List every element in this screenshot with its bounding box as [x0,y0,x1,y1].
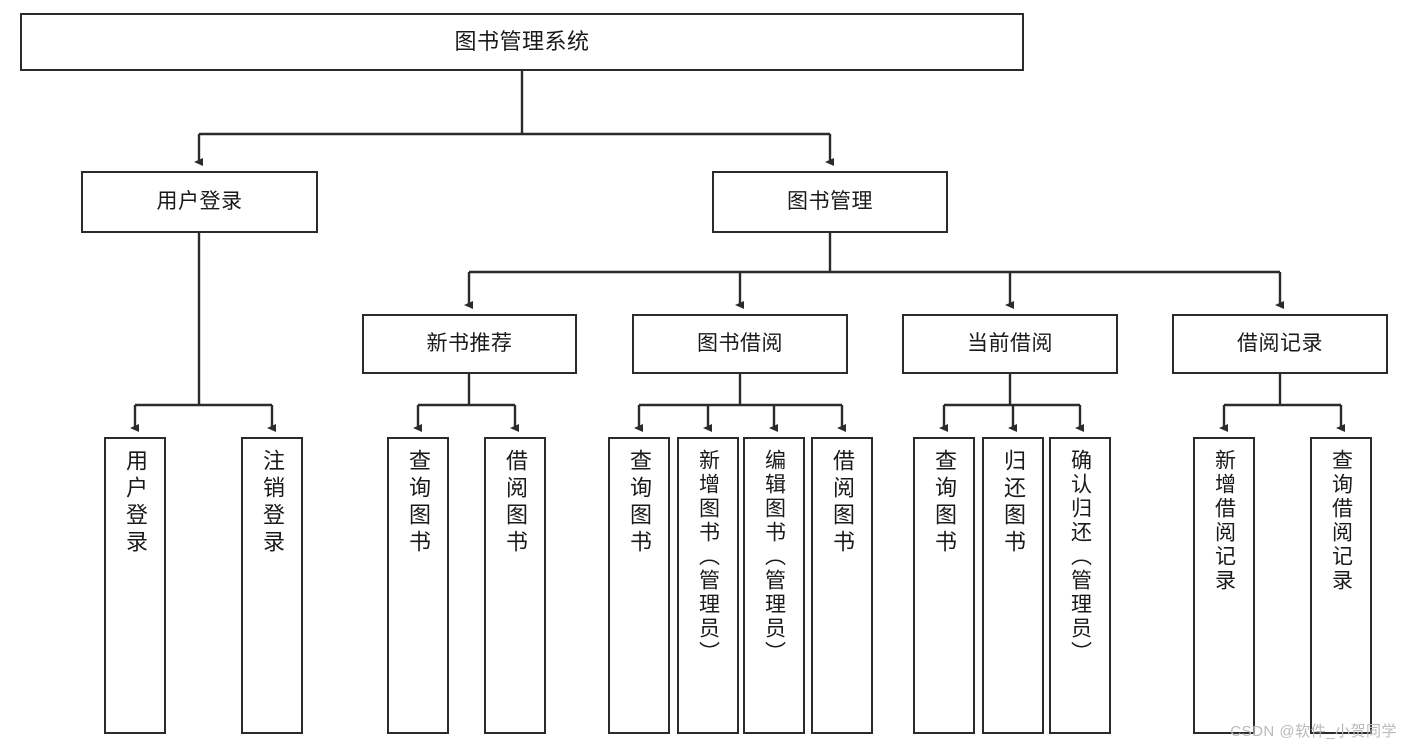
node-label: 图书借阅 [697,331,783,355]
node-label: 图书管理 [787,189,873,213]
leaf-borrow-book-recommend[interactable]: 借阅图书 [484,437,546,734]
leaf-query-book-recommend[interactable]: 查询图书 [387,437,449,734]
leaf-label: 查询图书 [627,449,652,557]
node-label: 用户登录 [156,189,243,213]
node-label: 借阅记录 [1237,331,1323,355]
leaf-label: 编辑图书（管理员） [762,449,786,665]
watermark: CSDN @软件_小贺同学 [1230,723,1397,740]
leaf-label: 归还图书 [1001,449,1026,557]
node-level3-borrow-record[interactable]: 借阅记录 [1172,314,1388,374]
leaf-label: 注销登录 [260,449,285,557]
node-label: 当前借阅 [967,331,1053,355]
leaf-label: 查询借阅记录 [1329,449,1353,593]
leaf-user-login[interactable]: 用户登录 [104,437,166,734]
node-level3-book-borrow[interactable]: 图书借阅 [632,314,848,374]
leaf-logout[interactable]: 注销登录 [241,437,303,734]
leaf-add-book-admin[interactable]: 新增图书（管理员） [677,437,739,734]
node-level3-new-book-recommend[interactable]: 新书推荐 [362,314,577,374]
node-level2-book-management[interactable]: 图书管理 [712,171,948,233]
leaf-label: 新增图书（管理员） [696,449,720,665]
leaf-label: 借阅图书 [830,449,855,557]
node-level3-current-borrow[interactable]: 当前借阅 [902,314,1118,374]
leaf-borrow-book[interactable]: 借阅图书 [811,437,873,734]
node-level2-user-login[interactable]: 用户登录 [81,171,318,233]
leaf-label: 确认归还（管理员） [1068,449,1092,665]
leaf-return-book[interactable]: 归还图书 [982,437,1044,734]
leaf-label: 借阅图书 [503,449,528,557]
leaf-label: 查询图书 [932,449,957,557]
leaf-query-borrow-record[interactable]: 查询借阅记录 [1310,437,1372,734]
leaf-confirm-return-admin[interactable]: 确认归还（管理员） [1049,437,1111,734]
leaf-query-book-borrow[interactable]: 查询图书 [608,437,670,734]
leaf-label: 新增借阅记录 [1212,449,1236,593]
leaf-label: 用户登录 [123,449,148,557]
leaf-add-borrow-record[interactable]: 新增借阅记录 [1193,437,1255,734]
leaf-label: 查询图书 [406,449,431,557]
node-root[interactable]: 图书管理系统 [20,13,1024,71]
leaf-query-book-current[interactable]: 查询图书 [913,437,975,734]
node-label: 新书推荐 [426,331,513,355]
leaf-edit-book-admin[interactable]: 编辑图书（管理员） [743,437,805,734]
node-root-label: 图书管理系统 [454,29,590,55]
